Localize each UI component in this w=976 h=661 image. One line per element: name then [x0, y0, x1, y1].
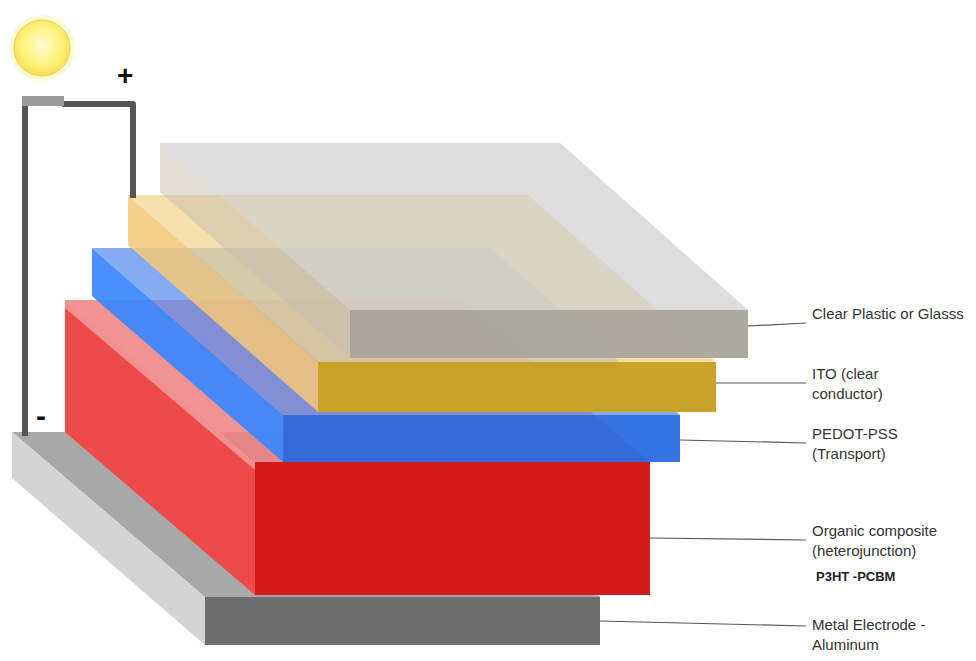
layer-label: Organic composite (heterojunction)	[812, 521, 972, 560]
polarity-sign: +	[117, 58, 147, 94]
light-bulb	[9, 15, 75, 106]
material-label: P3HT -PCBM	[816, 569, 966, 586]
leader-line	[600, 323, 806, 626]
layer-label: PEDOT-PSS (Transport)	[812, 424, 930, 463]
glass-layer	[160, 143, 748, 358]
layer-label: Metal Electrode - Aluminum	[812, 615, 970, 654]
layer-label: Clear Plastic or Glasss	[812, 304, 970, 324]
circuit-wire	[25, 104, 133, 436]
polarity-sign: -	[36, 396, 66, 435]
layer-label: ITO (clear conductor)	[812, 364, 930, 403]
